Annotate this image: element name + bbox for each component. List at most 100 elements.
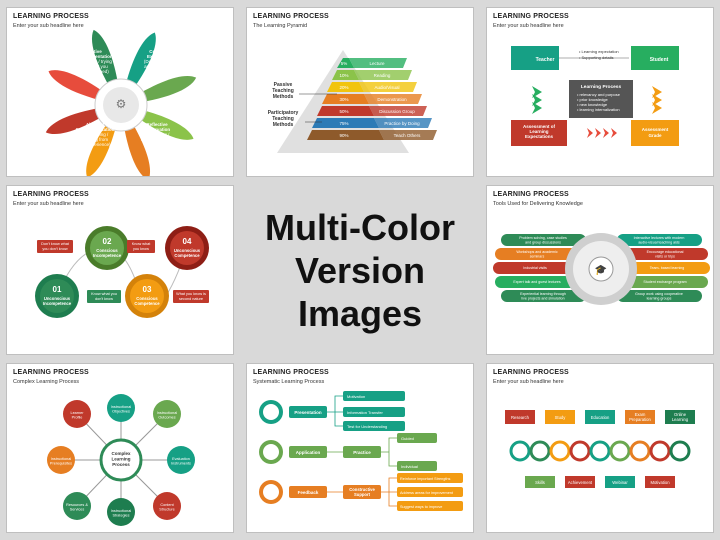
stage-label: Competence bbox=[174, 253, 200, 258]
bottom-label: Skills bbox=[535, 480, 545, 485]
student-label: Student bbox=[650, 57, 669, 63]
top-label: Education bbox=[591, 415, 610, 420]
sub-item: Reinforce important Strengths bbox=[400, 477, 451, 481]
slide-title: LEARNING PROCESS bbox=[493, 13, 569, 20]
slide-thumbnail-6[interactable]: LEARNING PROCESS Complex Learning Proces… bbox=[6, 363, 234, 533]
stage-number: 02 bbox=[103, 237, 112, 246]
svg-text:🎓: 🎓 bbox=[595, 264, 607, 276]
tool-right: Team- based learning bbox=[650, 266, 685, 270]
slide-subtitle: Systematic Learning Process bbox=[253, 379, 325, 385]
slide-thumbnail-7[interactable]: LEARNING PROCESS Systematic Learning Pro… bbox=[246, 363, 474, 533]
slide-title: LEARNING PROCESS bbox=[253, 13, 329, 20]
slide-title: LEARNING PROCESS bbox=[13, 191, 89, 198]
slide-title: LEARNING PROCESS bbox=[493, 369, 569, 376]
tool-right: Student exchange program bbox=[643, 280, 686, 284]
pct-label: 30% bbox=[339, 97, 348, 102]
svg-text:⚙: ⚙ bbox=[116, 97, 127, 111]
slide-thumbnail-2[interactable]: LEARNING PROCESS The Learning Pyramid 5%… bbox=[246, 7, 474, 177]
bullet: • Supporting details bbox=[579, 55, 614, 60]
stage-number: 04 bbox=[183, 237, 192, 246]
sub-item: Test for Understanding bbox=[347, 424, 387, 429]
tool-left: Industrial visits bbox=[523, 266, 547, 270]
slide-thumbnail-3[interactable]: LEARNING PROCESS Enter your sub headline… bbox=[486, 7, 714, 177]
method-label: Audio/Visual bbox=[375, 85, 400, 90]
presentation-label: Presentation bbox=[294, 410, 322, 415]
stage-number: 03 bbox=[143, 285, 152, 294]
heading-line-2: Version Images bbox=[294, 249, 426, 334]
slide-subtitle: Complex Learning Process bbox=[13, 379, 80, 385]
bottom-label: Motivation bbox=[650, 480, 670, 485]
stage-label: Conscious bbox=[136, 296, 158, 301]
sub-item: Guided bbox=[401, 436, 414, 441]
stage-label: Competence bbox=[134, 301, 160, 306]
application-label: Application bbox=[296, 450, 321, 455]
bullet: • Learning expectation bbox=[579, 49, 619, 54]
heading-line-1: Multi-Color bbox=[265, 206, 455, 248]
method-label: Reading bbox=[374, 73, 391, 78]
top-label: Study bbox=[555, 415, 567, 420]
pct-label: 75% bbox=[339, 121, 348, 126]
pct-label: 10% bbox=[339, 73, 348, 78]
slide-subtitle: Enter your sub headline here bbox=[493, 23, 564, 29]
slide-title: LEARNING PROCESS bbox=[13, 13, 89, 20]
feedback-label: Feedback bbox=[298, 490, 319, 495]
stage-label: Incompetence bbox=[93, 253, 122, 258]
lp-items: • relevancy and purpose• prior knowledge… bbox=[577, 92, 621, 112]
lp-title: Learning Process bbox=[581, 84, 622, 90]
slide-thumbnail-1[interactable]: LEARNING PROCESS Enter your sub headline… bbox=[6, 7, 234, 177]
tool-left: Expert talk and guest lectures bbox=[513, 280, 561, 284]
teacher-label: Teacher bbox=[536, 57, 555, 63]
top-label: Research bbox=[511, 415, 530, 420]
method-label: Discussion Group bbox=[379, 109, 415, 114]
pct-label: 50% bbox=[339, 109, 348, 114]
slide-title: LEARNING PROCESS bbox=[493, 191, 569, 198]
teacher-student-diagram: Teacher Student • Learning expectation •… bbox=[511, 46, 679, 146]
sub-item: Individual bbox=[401, 464, 418, 469]
sub-item: Motivation bbox=[347, 394, 365, 399]
slide-subtitle: Tools Used for Delivering Knowledge bbox=[493, 201, 583, 207]
stage-number: 01 bbox=[53, 285, 62, 294]
slide-thumbnail-4[interactable]: LEARNING PROCESS Enter your sub headline… bbox=[6, 185, 234, 355]
stage-label: Conscious bbox=[96, 248, 118, 253]
slide-subtitle: Enter your sub headline here bbox=[13, 23, 84, 29]
bottom-label: Achievement bbox=[568, 480, 593, 485]
slide-thumbnail-5[interactable]: LEARNING PROCESS Tools Used for Deliveri… bbox=[486, 185, 714, 355]
systematic-process-diagram: Presentation Application Feedback Motiva… bbox=[259, 391, 463, 511]
pct-label: 5% bbox=[341, 61, 348, 66]
learning-cycle-diagram: ⚙ bbox=[45, 29, 197, 176]
method-label: Practice by Doing bbox=[384, 121, 420, 126]
slide-subtitle: The Learning Pyramid bbox=[253, 23, 308, 29]
learning-pyramid: 5% 10% 20% 30% 50% 75% 90% Lecture Readi… bbox=[268, 50, 437, 153]
slide-subtitle: Enter your sub headline here bbox=[493, 379, 564, 385]
slide-title: LEARNING PROCESS bbox=[13, 369, 89, 376]
practice-label: Practice bbox=[353, 450, 371, 455]
slide-thumbnail-8[interactable]: LEARNING PROCESS Enter your sub headline… bbox=[486, 363, 714, 533]
pct-label: 20% bbox=[339, 85, 348, 90]
stage-label: Unconscious bbox=[174, 248, 201, 253]
